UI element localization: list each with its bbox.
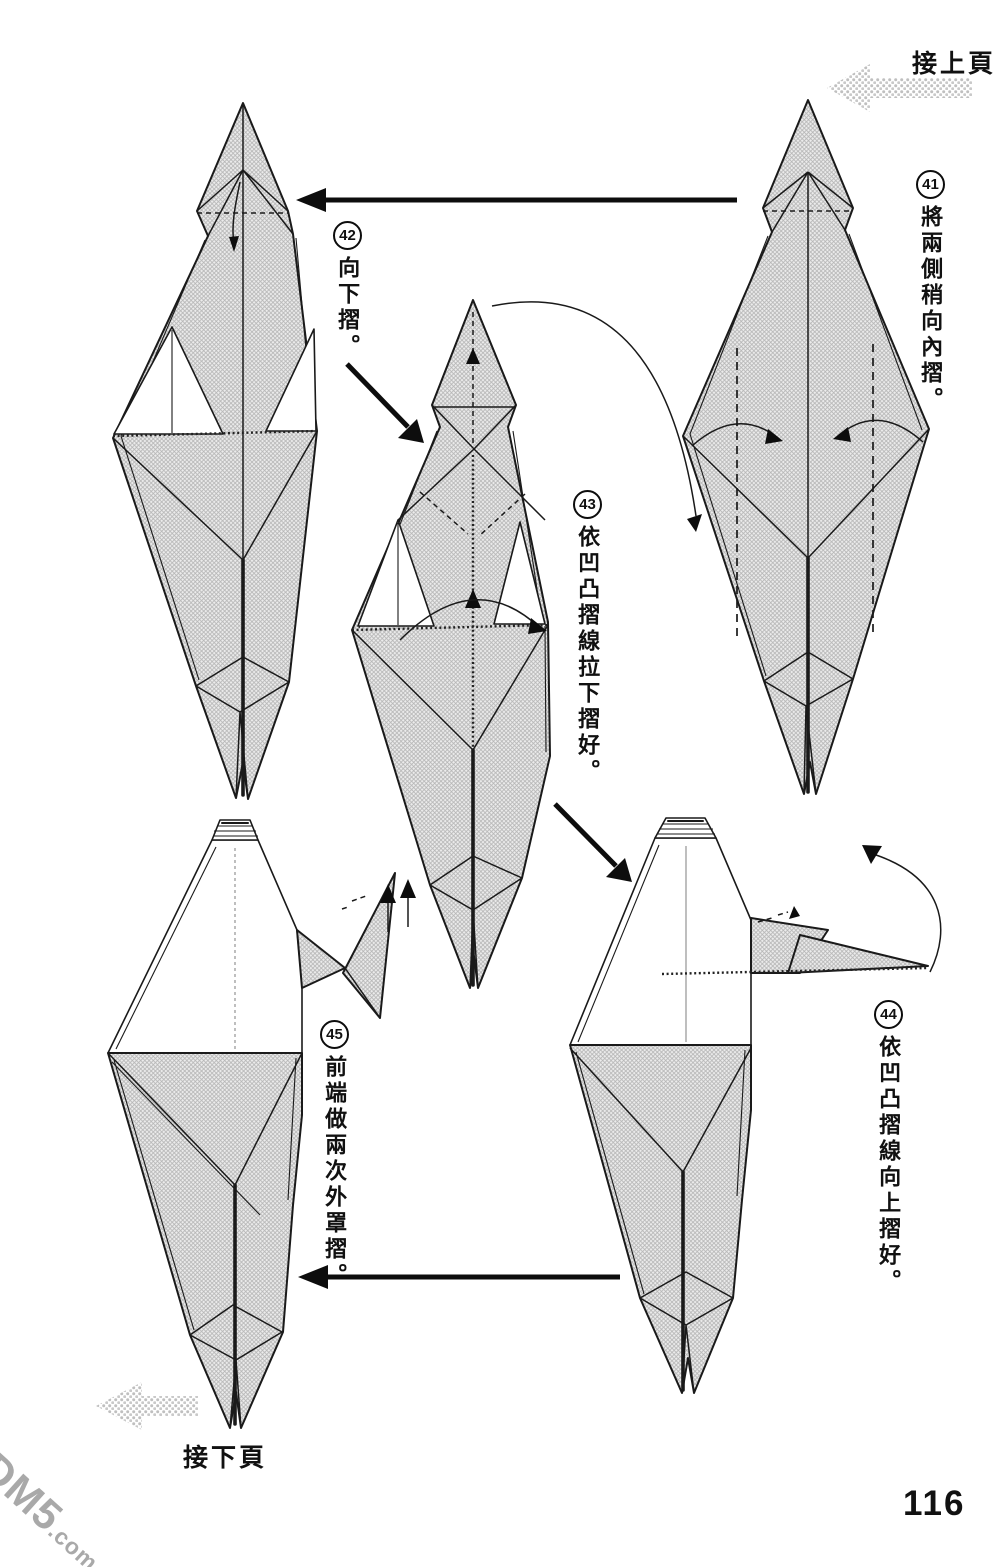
step-45-caption: 45 前端做兩次外罩摺。: [320, 1020, 349, 1289]
figure-step-42: [112, 102, 318, 800]
step-42-number: 42: [333, 221, 362, 250]
pull-down-arc-arrow-icon: [399, 599, 547, 641]
step-45-text: 前端做兩次外罩摺。: [322, 1055, 348, 1289]
arrow-pull-down-curve-icon: [491, 301, 702, 532]
continued-from-previous-label: 接上頁: [912, 50, 997, 78]
figure-step-43: [351, 299, 551, 989]
step-43-text: 依凹凸摺線拉下摺好。: [575, 525, 601, 785]
step-43-caption: 43 依凹凸摺線拉下摺好。: [573, 490, 602, 785]
arrow-step43-to-44-icon: [553, 802, 632, 882]
arrow-step44-to-45-icon: [298, 1265, 620, 1289]
figure-step-44: [569, 817, 942, 1394]
continued-prev-arrow-icon: [827, 64, 972, 112]
folded-head-cap: [211, 819, 259, 841]
step-41-caption: 41 將兩側稍向內摺。: [916, 170, 945, 413]
step-42-text: 向下摺。: [335, 256, 361, 360]
step-43-number: 43: [573, 490, 602, 519]
page-number: 116: [903, 1484, 966, 1523]
step-44-text: 依凹凸摺線向上摺好。: [876, 1035, 902, 1295]
step-44-caption: 44 依凹凸摺線向上摺好。: [874, 1000, 903, 1295]
continued-next-arrow-icon: [96, 1382, 198, 1430]
step-45-number: 45: [320, 1020, 349, 1049]
step-41-number: 41: [916, 170, 945, 199]
step-44-number: 44: [874, 1000, 903, 1029]
continued-on-next-label: 接下頁: [183, 1444, 268, 1472]
fold-up-arc-arrow-icon: [862, 845, 942, 973]
step-41-text: 將兩側稍向內摺。: [918, 205, 944, 413]
arrow-step41-to-42-icon: [296, 188, 737, 212]
figure-step-45: [107, 819, 416, 1429]
fold-inward-arrow-icon: [833, 419, 924, 443]
step-42-caption: 42 向下摺。: [333, 221, 362, 360]
fold-inward-arrow-icon: [691, 423, 783, 447]
folded-head-cap: [654, 817, 717, 839]
double-fold-up-arrow-icon: [380, 879, 416, 932]
figure-step-41: [682, 99, 930, 795]
arrow-step42-to-43-icon: [345, 362, 424, 443]
